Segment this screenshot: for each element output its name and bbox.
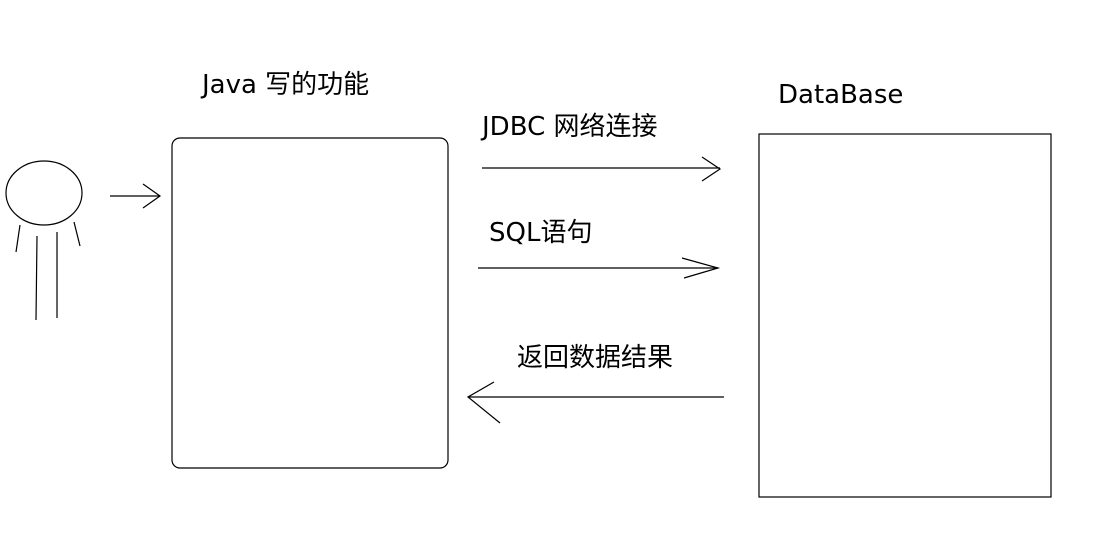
return-arrow	[466, 381, 724, 424]
database-box-label: DataBase	[778, 80, 904, 110]
user-left-arm	[15, 224, 21, 253]
database-box	[758, 133, 1052, 498]
user-to-java-arrow	[110, 183, 162, 209]
return-arrow-label: 返回数据结果	[517, 343, 674, 373]
user-left-leg	[35, 235, 38, 321]
jdbc-arrow	[482, 156, 722, 182]
jdbc-arrow-label: JDBC 网络连接	[482, 112, 658, 142]
sql-arrow	[478, 257, 721, 279]
user-figure	[5, 160, 83, 321]
user-head	[5, 160, 83, 226]
java-function-box	[171, 137, 449, 469]
user-right-arm	[73, 221, 81, 247]
sql-arrow-label: SQL语句	[489, 218, 593, 248]
java-box-label: Java 写的功能	[202, 70, 370, 100]
